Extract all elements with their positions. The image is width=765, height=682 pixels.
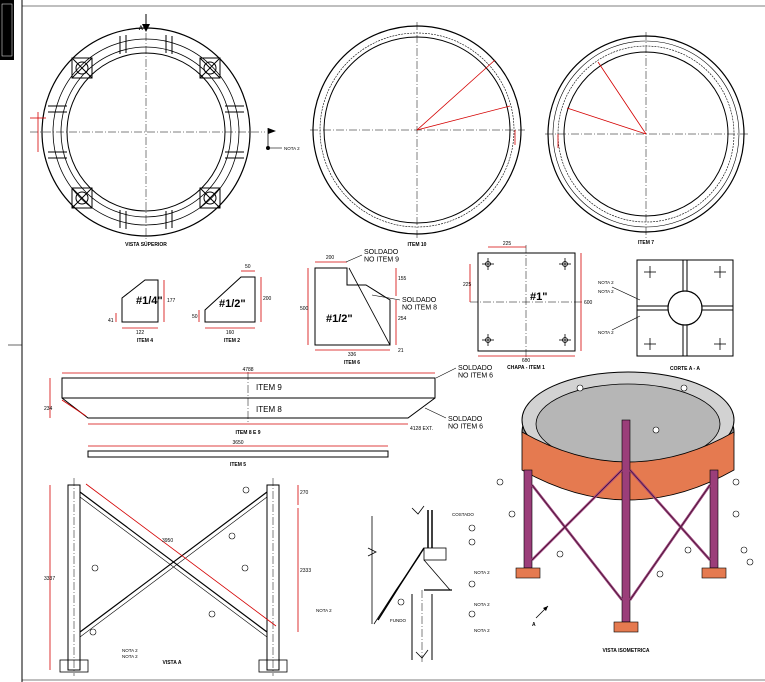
item-2-thickness: #1/2" [219,298,246,310]
weld-detail-drawing [367,505,476,662]
chapa-dim-top: 225 [503,241,512,247]
detail-fundo: FUNDO [390,618,406,623]
vista-a-nota-2: NOTA 2 [122,654,138,659]
item-6-thickness: #1/2" [326,313,353,325]
item-2-title: ITEM 2 [224,338,240,344]
detail-nota-3: NOTA 2 [474,628,490,633]
vista-superior-nota: NOTA 2 [284,146,300,151]
item-2-dim-s: 50 [192,314,198,320]
vista-a-dim-diag: 3950 [162,538,173,544]
item-6-dim-r1: 155 [398,276,407,282]
item-2-dim-top: 50 [245,264,251,270]
item89-dim-h: 234 [44,406,53,412]
item5-dim-len: 3650 [232,440,243,446]
isometric-title: VISTA ISOMETRICA [603,648,650,654]
vista-a-dim-h2: 2333 [300,568,311,574]
isometric-drawing [496,371,754,633]
chapa-thickness: #1" [530,291,547,303]
item-2-drawing [198,270,262,329]
vista-a-nota-1: NOTA 2 [122,648,138,653]
item89-dim-ext: 4128 EXT. [410,426,433,432]
title-block [0,0,14,60]
chapa-dim-left: 225 [463,282,472,288]
detail-costado: COSTADO [452,512,474,517]
item-4-dim-s: 41 [108,318,114,324]
item-2-dim-h: 200 [263,296,272,302]
item-2-dim-w: 160 [226,330,235,336]
vista-superior-title: VISTA SUPERIOR [125,242,167,248]
chapa-title: CHAPA - ITEM 1 [507,365,545,371]
corte-aa-drawing [611,259,734,357]
item-6-dim-w: 336 [348,352,357,358]
chapa-dim-bottom: 600 [522,358,531,364]
item-4-title: ITEM 4 [137,338,153,344]
item-4-drawing [115,279,165,329]
item-6-soldado-8: SOLDADO NO ITEM 8 [402,297,438,312]
vista-superior [30,14,282,242]
item89-title: ITEM 8 E 9 [235,430,260,436]
item-6-dim-s: 21 [398,348,404,354]
item89-soldado-bottom: SOLDADO NO ITEM 6 [448,416,484,431]
corte-nota-1: NOTA 2 [598,280,614,285]
detail-nota-2: NOTA 2 [474,602,490,607]
item-10-drawing [310,22,525,238]
item-7-title: ITEM 7 [638,240,654,246]
item-6-drawing [307,254,401,351]
item-4-thickness: #1/4" [136,295,163,307]
vista-a-drawing [49,478,299,676]
item-6-dim-h: 500 [300,306,309,312]
item-6-dim-top: 200 [326,255,335,261]
item-8-9-drawing [49,367,457,425]
item89-soldado-top: SOLDADO NO ITEM 6 [458,365,494,380]
item5-title: ITEM 5 [230,462,246,468]
item-6-soldado-9: SOLDADO NO ITEM 9 [364,249,400,264]
corte-title: CORTE A - A [670,366,700,372]
section-arrow-label: A [139,26,144,32]
vista-a-dim-h: 3337 [44,576,55,582]
chapa-dim-right: 600 [584,300,593,306]
item89-label-9: ITEM 9 [256,383,282,392]
item-4-dim-h: 177 [167,298,176,304]
item-10-title: ITEM 10 [408,242,427,248]
item-4-dim-w: 122 [136,330,145,336]
vista-a-dim-top: 270 [300,490,309,496]
item89-label-8: ITEM 8 [256,405,282,414]
vista-a-title: VISTA A [163,660,182,666]
item89-dim-len: 4788 [242,367,253,373]
item-5-drawing [87,445,389,458]
item-6-dim-r2: 254 [398,316,407,322]
item-7-drawing [545,32,750,238]
detail-nota-1: NOTA 2 [474,570,490,575]
chapa-item1-drawing [469,245,583,360]
iso-section-label: A [532,622,536,628]
corte-nota-2: NOTA 2 [598,289,614,294]
item-6-title: ITEM 6 [344,360,360,366]
corte-nota-3: NOTA 2 [598,330,614,335]
vista-a-nota-3: NOTA 2 [316,608,332,613]
